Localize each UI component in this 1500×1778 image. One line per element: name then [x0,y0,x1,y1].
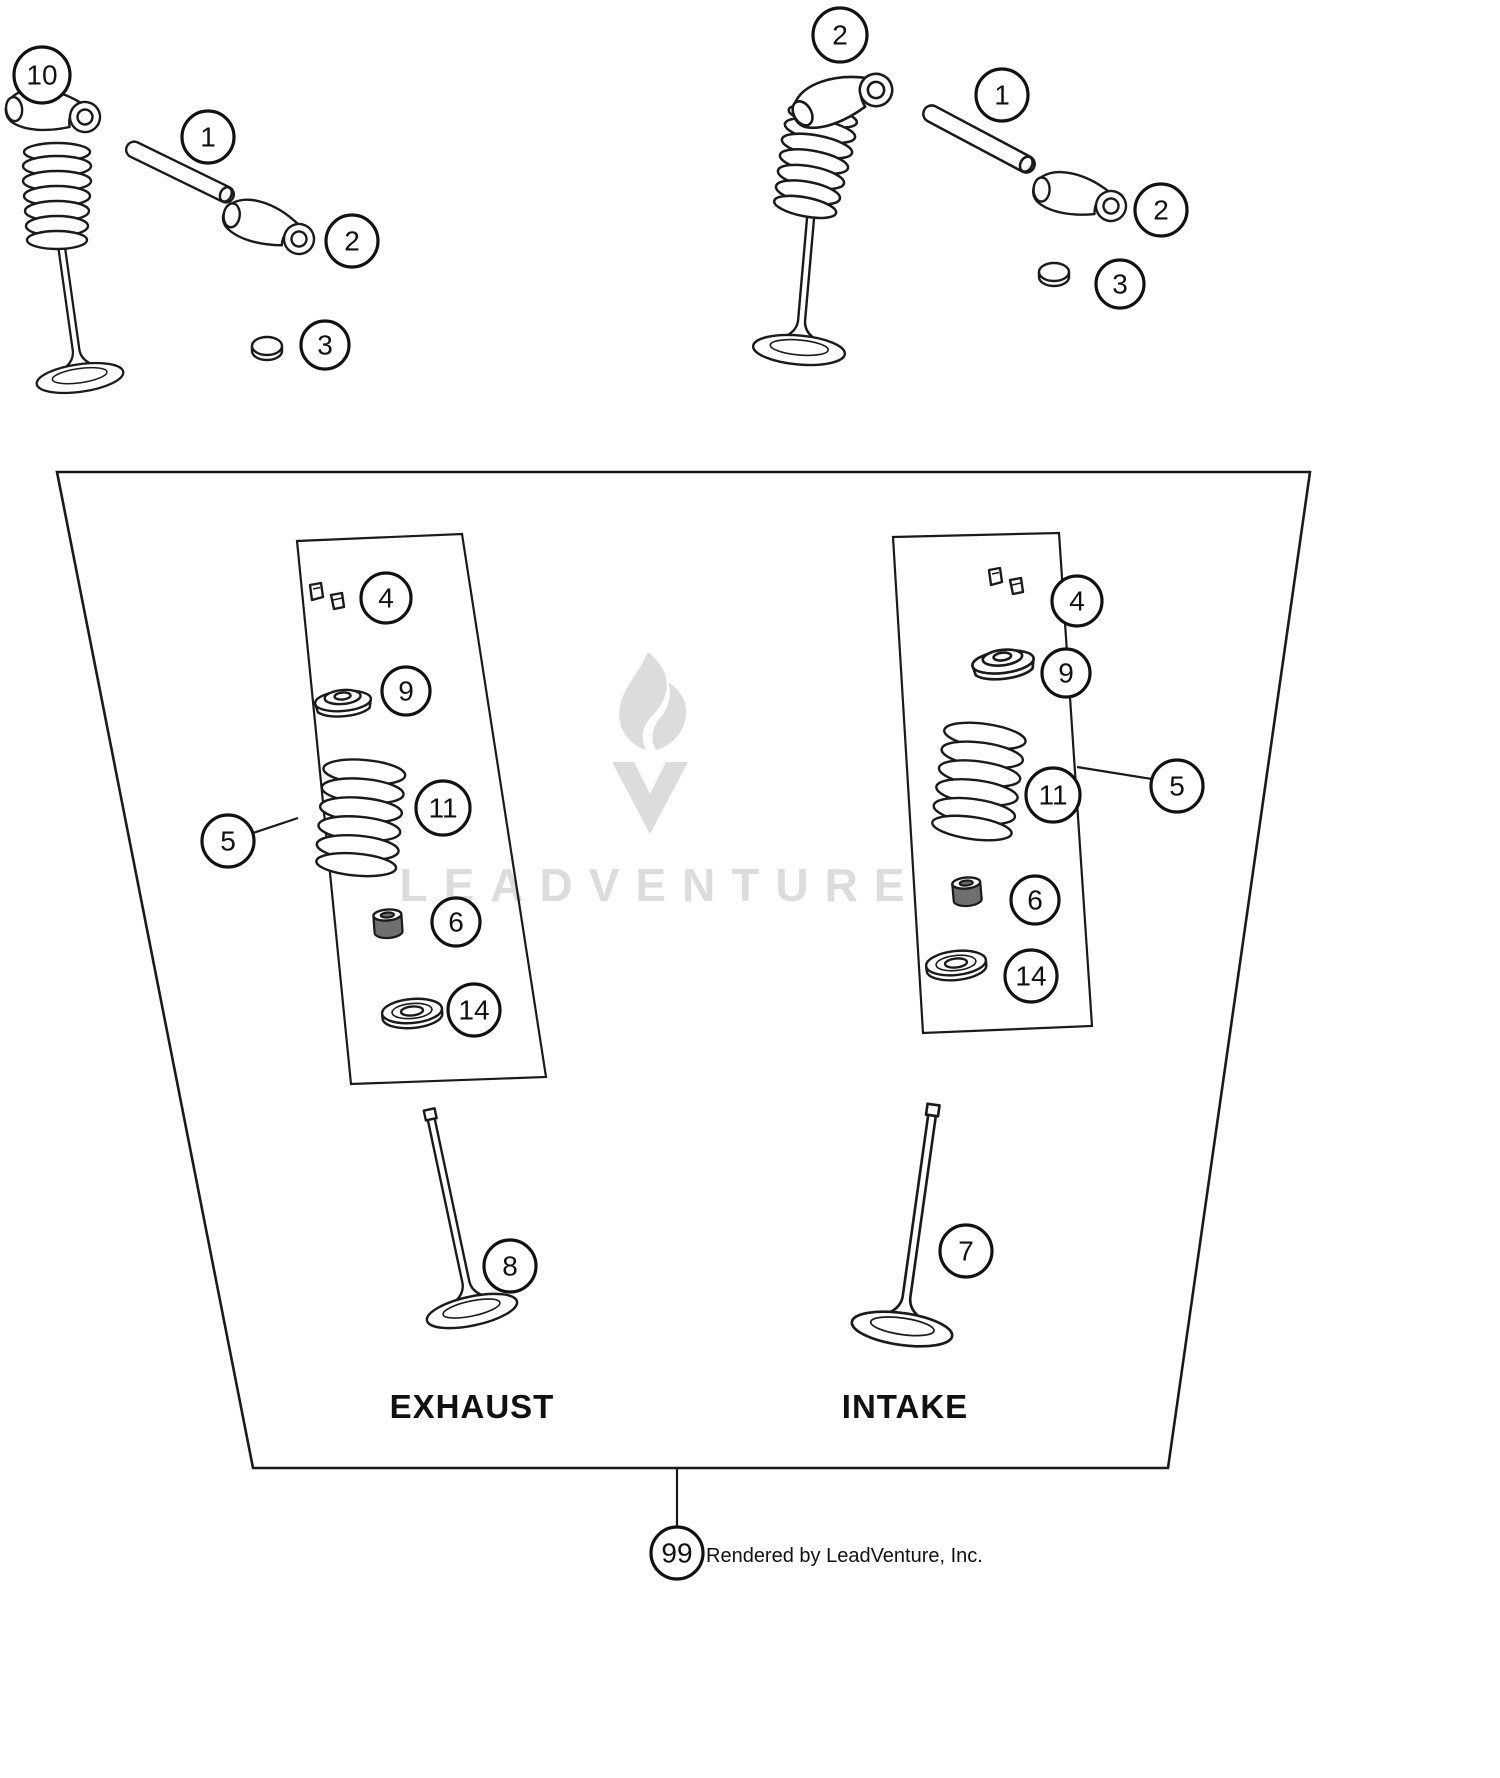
callout-14-exhaust[interactable]: 14 [446,982,502,1038]
intake-label: INTAKE [842,1388,968,1425]
callout-number: 6 [1027,885,1043,916]
callout-circle [482,1238,538,1294]
adjuster-shim-left [250,335,284,362]
spring-seat-exhaust [379,995,445,1032]
adjuster-shim-right [1037,261,1071,288]
callout-number: 7 [958,1236,974,1267]
valve-stem-seal-intake [950,875,984,909]
leader-line-5-left [252,816,299,835]
callout-number: 9 [398,676,414,707]
assembled-exhaust-spring [21,141,93,251]
callout-circle [1094,258,1146,310]
callout-2-right[interactable]: 2 [1133,182,1189,238]
callout-number: 5 [220,826,236,857]
callout-6-exhaust[interactable]: 6 [430,896,482,948]
exhaust-valve [382,1098,522,1336]
callout-3-right[interactable]: 3 [1094,258,1146,310]
callout-number: 5 [1169,771,1185,802]
callout-number: 11 [428,793,457,824]
leader-line-5-right [1076,765,1153,781]
valve-stem-seal-exhaust [371,907,405,941]
callout-3-left[interactable]: 3 [299,319,351,371]
spring-seat-intake [923,946,989,985]
callout-number: 99 [661,1538,692,1569]
cylinder-head-panel-outline [55,470,1312,1470]
callout-circle [12,45,72,105]
callout-number: 11 [1038,780,1067,811]
callout-11-intake[interactable]: 11 [1024,766,1082,824]
callout-circle [1149,758,1205,814]
callout-1-right[interactable]: 1 [974,67,1030,123]
leadventure-watermark: LEADVENTURE [399,652,920,911]
callout-2-top-right[interactable]: 2 [811,6,869,64]
intake-valve-assembly [750,65,899,370]
callout-circle [414,779,472,837]
callout-circle [430,896,482,948]
callout-circle [1050,574,1104,628]
callout-2-left[interactable]: 2 [324,213,380,269]
spring-retainer-exhaust [312,686,374,720]
callout-circle [324,213,380,269]
callout-number: 1 [994,80,1010,111]
callout-number: 2 [832,20,848,51]
spring-retainer-intake [969,644,1037,684]
callout-circle [1040,647,1092,699]
callout-circle [811,6,869,64]
exhaust-valve-kit-box [295,532,548,1086]
callout-circle [299,319,351,371]
callout-number: 10 [26,60,57,91]
callout-number: 4 [378,583,394,614]
valve-spring-exhaust [313,755,408,881]
callout-9-intake[interactable]: 9 [1040,647,1092,699]
intake-valve-kit-box [891,531,1094,1035]
loose-rocker-arm-right [1024,160,1133,234]
valve-keepers-exhaust [308,581,346,611]
callout-circle [180,109,236,165]
callout-4-intake[interactable]: 4 [1050,574,1104,628]
flame-icon [612,652,688,834]
callout-99[interactable]: 99 [649,1525,705,1581]
callout-14-intake[interactable]: 14 [1003,948,1059,1004]
callout-number: 8 [502,1251,518,1282]
callout-circle [359,571,413,625]
callout-circle [1009,874,1061,926]
watermark-text: LEADVENTURE [399,859,920,911]
callout-circle [649,1525,705,1581]
callout-number: 2 [1153,195,1169,226]
callout-number: 4 [1069,586,1085,617]
callout-circle [380,665,432,717]
callout-5-intake[interactable]: 5 [1149,758,1205,814]
callout-circle [200,813,256,869]
valve-keepers-intake [987,566,1025,596]
callout-4-exhaust[interactable]: 4 [359,571,413,625]
callout-5-exhaust[interactable]: 5 [200,813,256,869]
callout-number: 3 [317,330,333,361]
callout-circle [1133,182,1189,238]
callout-8[interactable]: 8 [482,1238,538,1294]
callout-number: 6 [448,907,464,938]
callout-number: 9 [1058,658,1074,689]
exhaust-valve-assembly [0,80,127,399]
callout-number: 2 [344,226,360,257]
callout-number: 14 [1015,961,1046,992]
footer-credit: Rendered by LeadVenture, Inc. [706,1545,983,1567]
callout-7[interactable]: 7 [938,1223,994,1279]
callout-circle [446,982,502,1038]
callout-circle [938,1223,994,1279]
callout-number: 14 [458,995,489,1026]
callout-circle [1024,766,1082,824]
callout-number: 3 [1112,269,1128,300]
exhaust-label: EXHAUST [390,1388,555,1425]
callout-11-exhaust[interactable]: 11 [414,779,472,837]
callout-number: 1 [200,122,216,153]
valve-spring-intake [928,717,1029,846]
callout-1-left[interactable]: 1 [180,109,236,165]
callout-6-intake[interactable]: 6 [1009,874,1061,926]
callout-10[interactable]: 10 [12,45,72,105]
callout-9-exhaust[interactable]: 9 [380,665,432,717]
callout-circle [1003,948,1059,1004]
callout-circle [974,67,1030,123]
